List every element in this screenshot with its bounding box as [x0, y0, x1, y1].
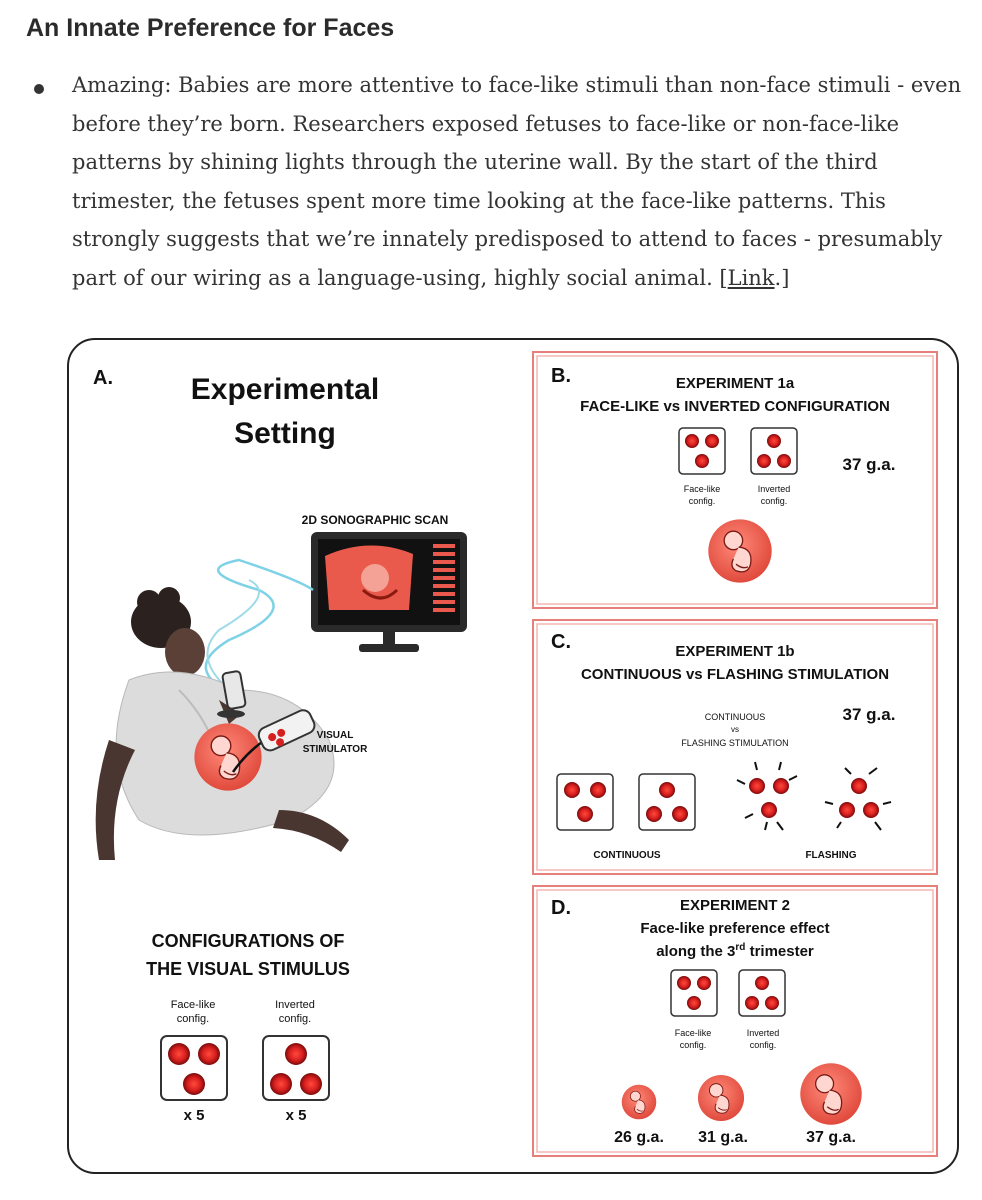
d-inv-label-1: Inverted [747, 1028, 780, 1038]
experiment-figure: A. Experimental Setting 2D SONOGRAPHIC S… [67, 338, 959, 1174]
configs-title-2: THE VISUAL STIMULUS [146, 959, 350, 979]
d-inv-label-2: config. [750, 1040, 777, 1050]
c-mid-label-2: vs [731, 725, 739, 734]
d-ga-26: 26 g.a. [614, 1129, 664, 1146]
b-gestational-age: 37 g.a. [843, 455, 896, 474]
d-fetus-26-icon [622, 1085, 657, 1120]
b-face-label-1: Face-like [684, 484, 721, 494]
a-inv-label-2: config. [279, 1013, 311, 1025]
b-inv-label-2: config. [761, 496, 788, 506]
panel-a-title-2: Setting [234, 417, 336, 450]
figure-svg: A. Experimental Setting 2D SONOGRAPHIC S… [69, 340, 957, 1172]
b-face-config-box [679, 428, 725, 474]
b-fetus-icon [708, 519, 771, 582]
a-count-face: x 5 [184, 1107, 205, 1124]
b-face-label-2: config. [689, 496, 716, 506]
d-inverted-config-box [739, 970, 785, 1016]
monitor-icon [311, 532, 467, 652]
panel-d-title-2: Face-like preference effect [640, 920, 829, 937]
d-face-config-box [671, 970, 717, 1016]
d-fetus-37-icon [800, 1063, 861, 1124]
c-continuous-inverted-box [639, 774, 695, 830]
panel-d-letter: D. [551, 897, 571, 919]
c-flashing-label: FLASHING [805, 850, 856, 861]
a-inv-label-1: Inverted [275, 999, 315, 1011]
c-mid-label-3: FLASHING STIMULATION [681, 738, 788, 748]
stimulator-label-2: STIMULATOR [303, 744, 368, 755]
c-flashing-face-icon [737, 762, 797, 830]
c-flashing-inverted-icon [825, 768, 891, 830]
section-heading: An Innate Preference for Faces [26, 14, 394, 43]
panel-a-letter: A. [93, 367, 113, 389]
panel-d-title-3: along the 3rd trimester [656, 942, 814, 960]
panel-b-title-1: EXPERIMENT 1a [676, 375, 795, 392]
d-face-label-2: config. [680, 1040, 707, 1050]
c-mid-label-1: CONTINUOUS [705, 712, 766, 722]
bullet-dot [34, 84, 44, 94]
source-link[interactable]: Link [728, 266, 775, 290]
a-face-label-1: Face-like [171, 999, 216, 1011]
b-inverted-config-box [751, 428, 797, 474]
scan-label: 2D SONOGRAPHIC SCAN [302, 513, 449, 527]
paragraph-tail: .] [775, 266, 790, 290]
panel-c-title-1: EXPERIMENT 1b [675, 643, 794, 660]
panel-b-title-2: FACE-LIKE vs INVERTED CONFIGURATION [580, 398, 890, 415]
d-ga-31: 31 g.a. [698, 1129, 748, 1146]
d-fetus-31-icon [698, 1075, 744, 1121]
c-gestational-age: 37 g.a. [843, 705, 896, 724]
panel-a-title-1: Experimental [191, 373, 379, 406]
c-continuous-face-box [557, 774, 613, 830]
b-inv-label-1: Inverted [758, 484, 791, 494]
configs-title-1: CONFIGURATIONS OF [152, 931, 345, 951]
belly-fetus-icon [194, 723, 261, 790]
panel-c-letter: C. [551, 631, 571, 653]
stimulator-label-1: VISUAL [317, 730, 354, 741]
a-count-inv: x 5 [286, 1107, 307, 1124]
panel-c-title-2: CONTINUOUS vs FLASHING STIMULATION [581, 666, 889, 683]
d-ga-37: 37 g.a. [806, 1129, 856, 1146]
a-inverted-config-box [263, 1036, 329, 1100]
bullet-paragraph: Amazing: Babies are more attentive to fa… [72, 66, 972, 298]
a-face-config-box [161, 1036, 227, 1100]
c-continuous-label: CONTINUOUS [593, 850, 661, 861]
panel-d-title-1: EXPERIMENT 2 [680, 897, 790, 914]
paragraph-text: Amazing: Babies are more attentive to fa… [72, 73, 961, 290]
a-face-label-2: config. [177, 1013, 209, 1025]
d-face-label-1: Face-like [675, 1028, 712, 1038]
panel-b-letter: B. [551, 365, 571, 387]
